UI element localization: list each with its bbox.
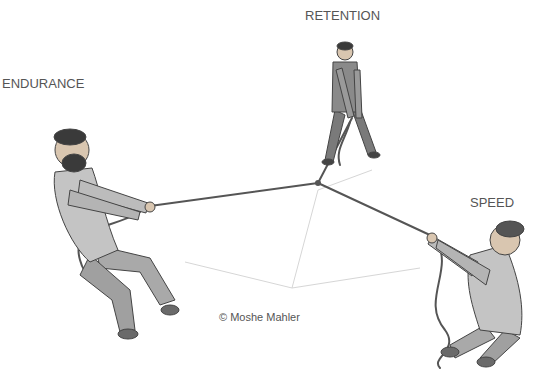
beard [62,154,86,172]
leg [325,110,345,162]
shadow-line [185,262,420,288]
shoe [477,357,495,367]
left-man [54,129,179,339]
shoe [161,305,179,315]
rope-knot [315,180,321,186]
copyright-notice: © Moshe Mahler [219,311,300,324]
rope [150,183,318,206]
arm [336,68,354,118]
concept-label: ENDURANCE [2,76,84,92]
torso [468,245,522,335]
concept-label: SPEED [470,195,514,211]
rope [318,183,432,236]
right-man [427,221,524,367]
shoe [322,159,334,165]
floor-shadow [185,170,420,288]
concept-label: RETENTION [305,8,380,24]
top-man [322,42,380,165]
shoe [441,347,459,357]
shoe [368,152,380,158]
ropes [78,118,449,368]
hair [337,42,353,50]
hand [427,233,437,243]
shoe [118,329,138,339]
arm [436,240,490,285]
hair [496,221,524,237]
hand [145,202,155,212]
arm [68,190,140,220]
hair [54,129,86,145]
leg [80,255,135,332]
arm [354,70,362,118]
shadow-line [292,190,318,288]
